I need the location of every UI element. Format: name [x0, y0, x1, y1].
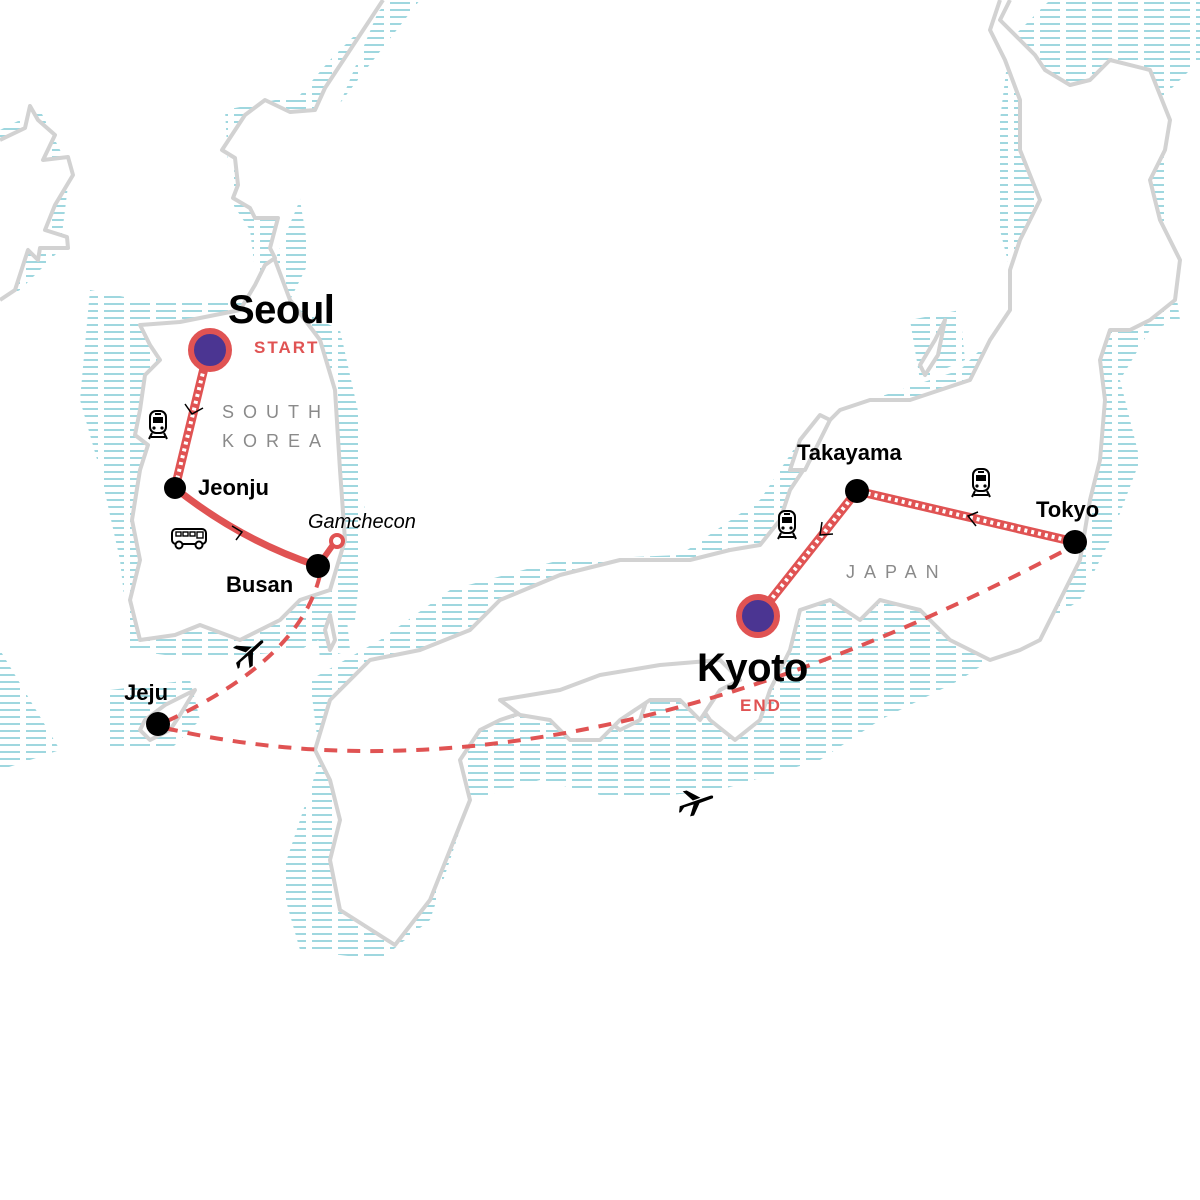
flight-route-busan-jeju: [164, 574, 322, 724]
bus-route-jeonju-busan: [172, 485, 320, 570]
direction-arrow-icon: [184, 403, 204, 415]
train-route-seoul-jeonju: [170, 358, 211, 490]
train-route-tokyo-takayama: [855, 486, 1077, 547]
stop-marker-tokyo[interactable]: [1063, 530, 1087, 554]
end-tag: END: [740, 696, 782, 715]
city-label-kyoto: Kyoto: [697, 646, 808, 690]
city-label-jeju: Jeju: [124, 680, 169, 705]
start-marker-seoul[interactable]: [188, 328, 232, 372]
city-label-takayama: Takayama: [797, 440, 902, 465]
city-label-gamchecon: Gamchecon: [308, 511, 416, 533]
train-route-takayama-kyoto: [754, 488, 861, 619]
flight-route-jeju-tokyo: [164, 543, 1076, 754]
city-label-busan: Busan: [226, 572, 294, 597]
stop-marker-jeonju[interactable]: [164, 477, 186, 499]
end-marker-kyoto[interactable]: [736, 594, 780, 638]
direction-arrow-icon: [819, 521, 834, 536]
country-label-japan: JAPAN: [846, 562, 948, 582]
start-tag: START: [254, 338, 320, 357]
city-label-tokyo: Tokyo: [1036, 497, 1100, 522]
route-lines: [164, 358, 1077, 754]
stop-marker-jeju[interactable]: [146, 712, 170, 736]
country-label-south: SOUTH: [222, 402, 330, 422]
city-label-jeonju: Jeonju: [198, 475, 269, 500]
direction-arrow-icon: [231, 525, 244, 541]
stop-markers: [146, 328, 1087, 736]
city-label-seoul: Seoul: [228, 288, 335, 332]
stop-marker-busan[interactable]: [306, 554, 330, 578]
stop-marker-takayama[interactable]: [845, 479, 869, 503]
land-outlines: [0, 0, 1182, 947]
direction-arrow-icon: [966, 511, 979, 527]
country-label-korea: KOREA: [222, 431, 331, 451]
